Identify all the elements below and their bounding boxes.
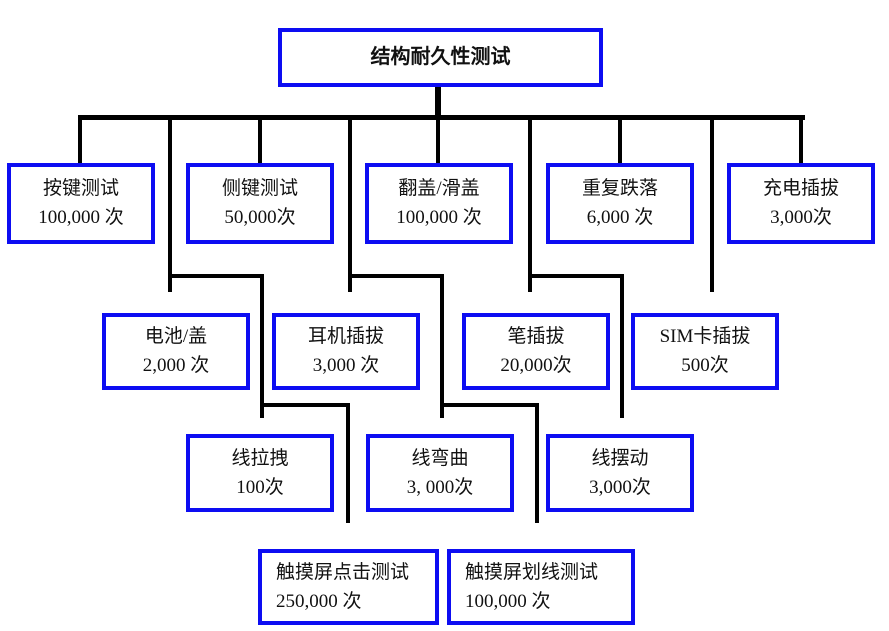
node-title: 线拉拽 [231, 447, 289, 469]
connector-jog-l3-2 [348, 274, 444, 278]
node-stylus-plug: 笔插拔 20,000次 [462, 313, 610, 390]
node-title: 触摸屏划线测试 [465, 561, 599, 583]
node-count: 100次 [236, 476, 284, 498]
connector-jog-l4-1 [260, 403, 350, 407]
node-title: 触摸屏点击测试 [276, 561, 410, 583]
node-count: 6,000 次 [586, 207, 654, 228]
connector-drop-l2-1 [168, 118, 172, 292]
connector-drop-l2-2 [348, 118, 352, 292]
node-count: 3,000 次 [312, 355, 380, 376]
node-title: 按键测试 [42, 178, 119, 200]
node-cable-bend: 线弯曲 3, 000次 [366, 434, 514, 512]
node-title: 电池/盖 [144, 326, 208, 348]
connector-jog-l3-1 [168, 274, 264, 278]
node-title: 侧键测试 [221, 178, 298, 200]
connector-drop-l2-4 [710, 118, 714, 292]
connector-drop-l2-3 [528, 118, 532, 292]
node-cable-swing: 线摆动 3,000次 [546, 434, 694, 512]
connector-midv-l3-1 [260, 274, 264, 418]
node-root: 结构耐久性测试 [278, 28, 603, 87]
connector-jog-l4-2 [440, 403, 539, 407]
node-root-label: 结构耐久性测试 [370, 46, 511, 68]
node-title: 翻盖/滑盖 [398, 178, 480, 200]
node-count: 3,000次 [589, 476, 651, 498]
node-touchscreen-tap-test: 触摸屏点击测试 250,000 次 [258, 549, 439, 625]
connector-drop-l1-2 [258, 118, 262, 164]
connector-drop-l1-1 [78, 118, 82, 164]
node-title: 线摆动 [591, 447, 649, 469]
node-count: 250,000 次 [276, 590, 362, 612]
node-count: 100,000 次 [38, 207, 124, 228]
node-touchscreen-swipe-test: 触摸屏划线测试 100,000 次 [447, 549, 635, 625]
node-title: 线弯曲 [411, 447, 469, 469]
connector-drop-l1-3 [436, 118, 440, 164]
node-sim-plug: SIM卡插拔 500次 [631, 313, 779, 390]
node-count: 3,000次 [770, 207, 832, 228]
node-count: 50,000次 [224, 207, 296, 228]
node-cable-pull: 线拉拽 100次 [186, 434, 334, 512]
connector-drop-l1-4 [618, 118, 622, 164]
node-key-test: 按键测试 100,000 次 [7, 163, 155, 244]
connector-drop-l1-5 [799, 118, 803, 164]
connector-lowv-l4-2 [535, 403, 539, 523]
node-battery-cover: 电池/盖 2,000 次 [102, 313, 250, 390]
connector-lowv-l4-1 [346, 403, 350, 523]
node-repeat-drop: 重复跌落 6,000 次 [546, 163, 694, 244]
connector-jog-l3-3 [528, 274, 624, 278]
node-side-key-test: 侧键测试 50,000次 [186, 163, 334, 244]
node-title: 充电插拔 [762, 178, 839, 200]
node-count: 100,000 次 [396, 207, 482, 228]
connector-midv-l3-2 [440, 274, 444, 418]
node-title: 耳机插拔 [307, 326, 384, 348]
node-count: 3, 000次 [406, 476, 474, 498]
node-title: 笔插拔 [507, 326, 565, 348]
node-flip-slide: 翻盖/滑盖 100,000 次 [365, 163, 513, 244]
node-earphone-plug: 耳机插拔 3,000 次 [272, 313, 420, 390]
node-title: 重复跌落 [581, 178, 658, 200]
connector-trunk [435, 87, 441, 118]
connector-bus [78, 115, 805, 120]
node-count: 2,000 次 [142, 355, 210, 376]
node-title: SIM卡插拔 [659, 326, 751, 348]
node-count: 100,000 次 [465, 590, 551, 612]
node-count: 500次 [681, 355, 729, 376]
node-charge-plug: 充电插拔 3,000次 [727, 163, 875, 244]
node-count: 20,000次 [500, 355, 572, 376]
connector-midv-l3-3 [620, 274, 624, 418]
